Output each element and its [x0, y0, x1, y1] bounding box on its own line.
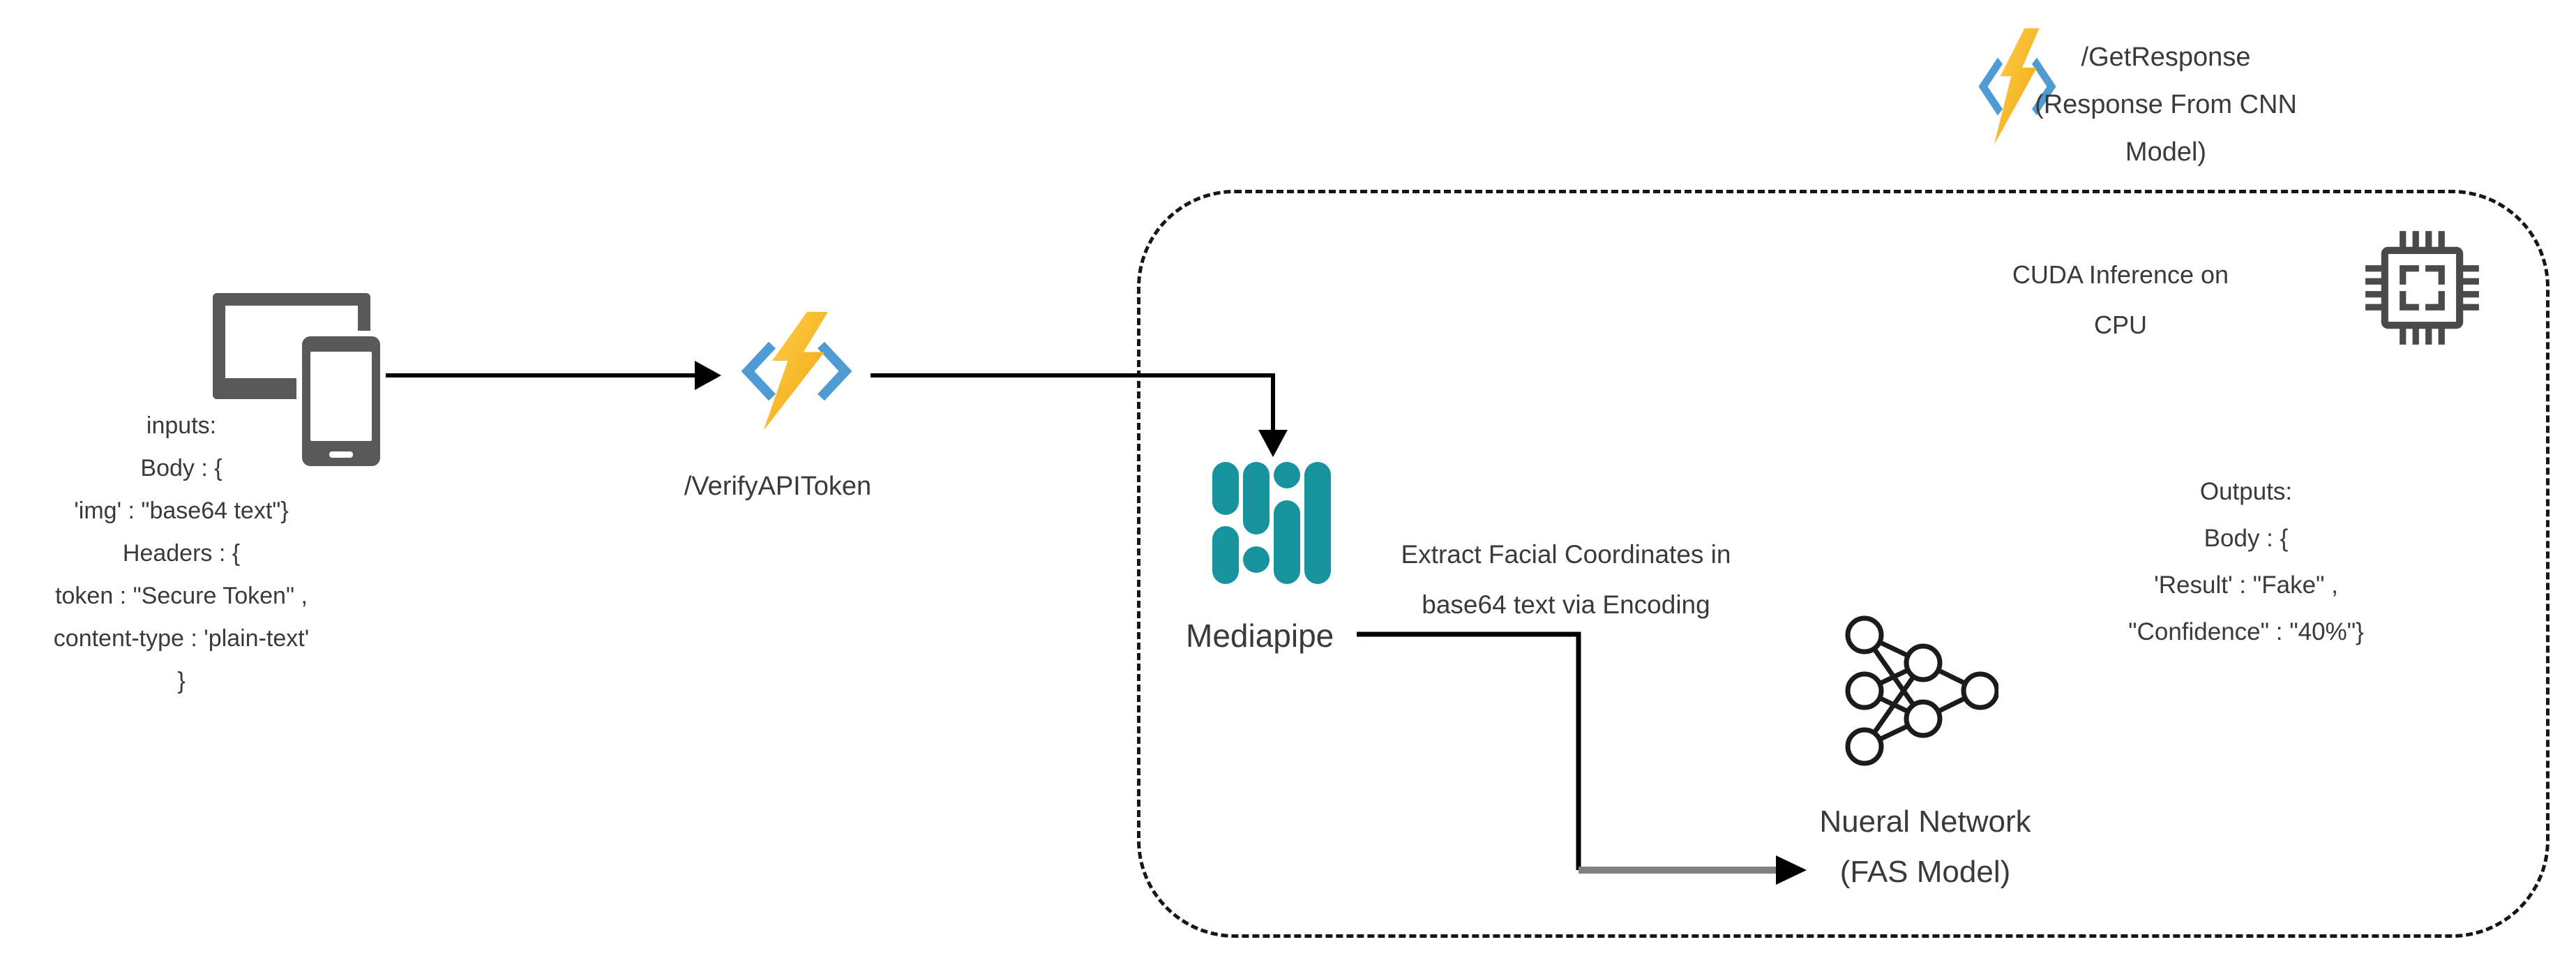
mediapipe-label: Mediapipe — [1186, 618, 1334, 654]
cuda-line: CPU — [2093, 311, 2147, 339]
inputs-line: Headers : { — [122, 540, 241, 567]
right-bracket-icon — [817, 341, 852, 401]
azure-function-icon-getresponse — [1978, 28, 2056, 145]
mediapipe-dot — [1243, 546, 1270, 573]
getresponse-line: /GetResponse — [2081, 43, 2251, 72]
mediapipe-logo-icon — [1212, 462, 1331, 584]
arrow-verify-to-mediapipe — [871, 373, 1288, 457]
phone-icon — [302, 336, 380, 466]
extract-note: Extract Facial Coordinates in base64 tex… — [1336, 530, 1796, 630]
inputs-line: content-type : 'plain-text' — [53, 625, 310, 652]
left-bracket-icon — [1978, 57, 2003, 116]
phone-home-button — [329, 451, 353, 458]
right-bracket-icon — [2031, 57, 2056, 116]
getresponse-line: (Response From CNN — [2035, 90, 2297, 119]
chip-inner-brackets — [2400, 265, 2445, 311]
getresponse-line: Model) — [2125, 137, 2207, 167]
outputs-line: 'Result' : "Fake" , — [2154, 571, 2338, 599]
verify-function-label: /VerifyAPIToken — [684, 472, 872, 501]
inputs-line: inputs: — [146, 412, 217, 439]
arrow-mediapipe-to-nn — [1357, 631, 1807, 885]
inputs-line: Body : { — [140, 455, 223, 481]
mediapipe-dot — [1274, 462, 1300, 488]
neural-network-label: Nueral Network (FAS Model) — [1751, 797, 2100, 897]
cuda-line: CUDA Inference on — [2012, 260, 2229, 289]
outputs-line: Outputs: — [2199, 478, 2293, 505]
outputs-text: Outputs: Body : { 'Result' : "Fake" , "C… — [2093, 468, 2400, 655]
neural-network-icon — [1845, 615, 1998, 766]
pipeline-dashed-container — [1137, 190, 2549, 938]
lightning-bolt-icon — [763, 312, 828, 431]
arrow-client-to-verify — [382, 361, 721, 390]
chip-body — [2381, 246, 2464, 329]
client-inputs-text: inputs: Body : { 'img' : "base64 text"} … — [21, 405, 342, 703]
nn-label-line: Nueral Network — [1819, 805, 2031, 839]
left-bracket-icon — [741, 341, 776, 401]
extract-line: Extract Facial Coordinates in — [1401, 540, 1731, 569]
mediapipe-bar — [1304, 462, 1331, 584]
mediapipe-bar — [1212, 462, 1239, 515]
extract-line: base64 text via Encoding — [1422, 590, 1710, 619]
cuda-inference-label: CUDA Inference on CPU — [1981, 250, 2260, 350]
nn-label-line: (FAS Model) — [1839, 855, 2011, 889]
inputs-line: } — [177, 668, 186, 694]
cpu-chip-icon — [2365, 231, 2479, 345]
mediapipe-bar — [1212, 526, 1239, 584]
inputs-line: token : "Secure Token" , — [55, 583, 308, 609]
nn-nodes — [1845, 615, 1998, 766]
mediapipe-bar — [1243, 462, 1270, 534]
mediapipe-bar — [1274, 500, 1300, 584]
phone-screen — [310, 352, 372, 441]
azure-function-icon-verify — [741, 312, 852, 431]
inputs-line: 'img' : "base64 text"} — [74, 498, 289, 524]
outputs-line: "Confidence" : "40%"} — [2128, 618, 2364, 645]
outputs-line: Body : { — [2204, 525, 2289, 552]
getresponse-function-label: /GetResponse (Response From CNN Model) — [1991, 33, 2340, 176]
lightning-bolt-icon — [1994, 28, 2040, 145]
